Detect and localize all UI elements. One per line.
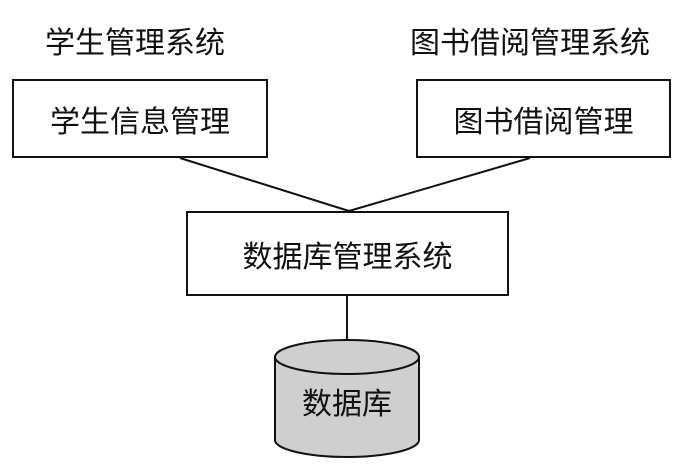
dbms-box: 数据库管理系统	[186, 211, 509, 296]
database-label: 数据库	[302, 387, 392, 422]
database-cylinder	[274, 339, 420, 458]
book-borrowing-management-label: 图书借阅管理	[453, 104, 634, 140]
dbms-label: 数据库管理系统	[242, 239, 453, 275]
student-info-management-box: 学生信息管理	[12, 79, 268, 158]
database-cylinder-body	[274, 356, 420, 458]
library-to-dbms-line	[348, 157, 531, 212]
student-to-dbms-line	[179, 157, 350, 212]
student-system-title: 学生管理系统	[45, 26, 225, 61]
student-info-management-label: 学生信息管理	[50, 104, 230, 140]
database-cylinder-top	[274, 339, 420, 375]
library-system-title: 图书借阅管理系统	[410, 26, 650, 61]
book-borrowing-management-box: 图书借阅管理	[416, 79, 671, 158]
